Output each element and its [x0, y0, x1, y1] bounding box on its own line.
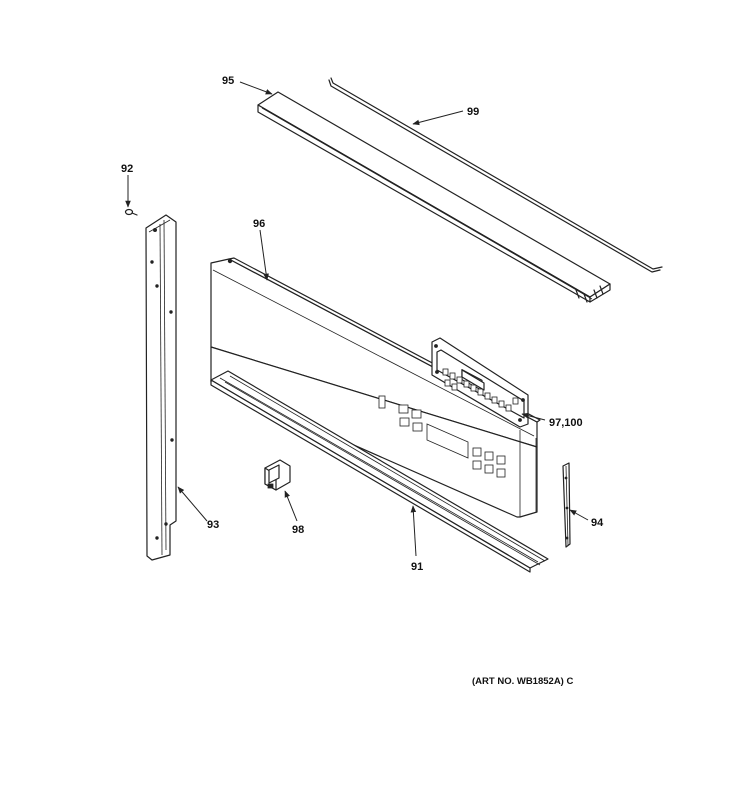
- callout-labels: 95 99 92 96 97,100 93 98 91 94: [121, 75, 604, 573]
- part-94-side-strip: [562, 462, 571, 548]
- part-91-bottom-trim: [210, 346, 549, 573]
- part-92-screw: [124, 208, 138, 216]
- callout-93: 93: [207, 519, 219, 531]
- callout-92: 92: [121, 163, 133, 175]
- callout-96: 96: [253, 218, 265, 230]
- part-98-switch: [264, 459, 291, 491]
- part-93-side-bracket: [145, 214, 177, 561]
- leader-lines: [125, 81, 589, 557]
- part-99-rod: [328, 77, 663, 273]
- callout-97-100: 97,100: [549, 417, 583, 429]
- callout-91: 91: [411, 561, 423, 573]
- part-95-top-trim: [257, 91, 611, 303]
- art-number: (ART NO. WB1852A) C: [472, 676, 573, 687]
- callout-94: 94: [591, 517, 604, 529]
- callout-99: 99: [467, 106, 479, 118]
- callout-95: 95: [222, 75, 234, 87]
- part-97-100-control-board: [431, 337, 529, 428]
- callout-98: 98: [292, 524, 304, 536]
